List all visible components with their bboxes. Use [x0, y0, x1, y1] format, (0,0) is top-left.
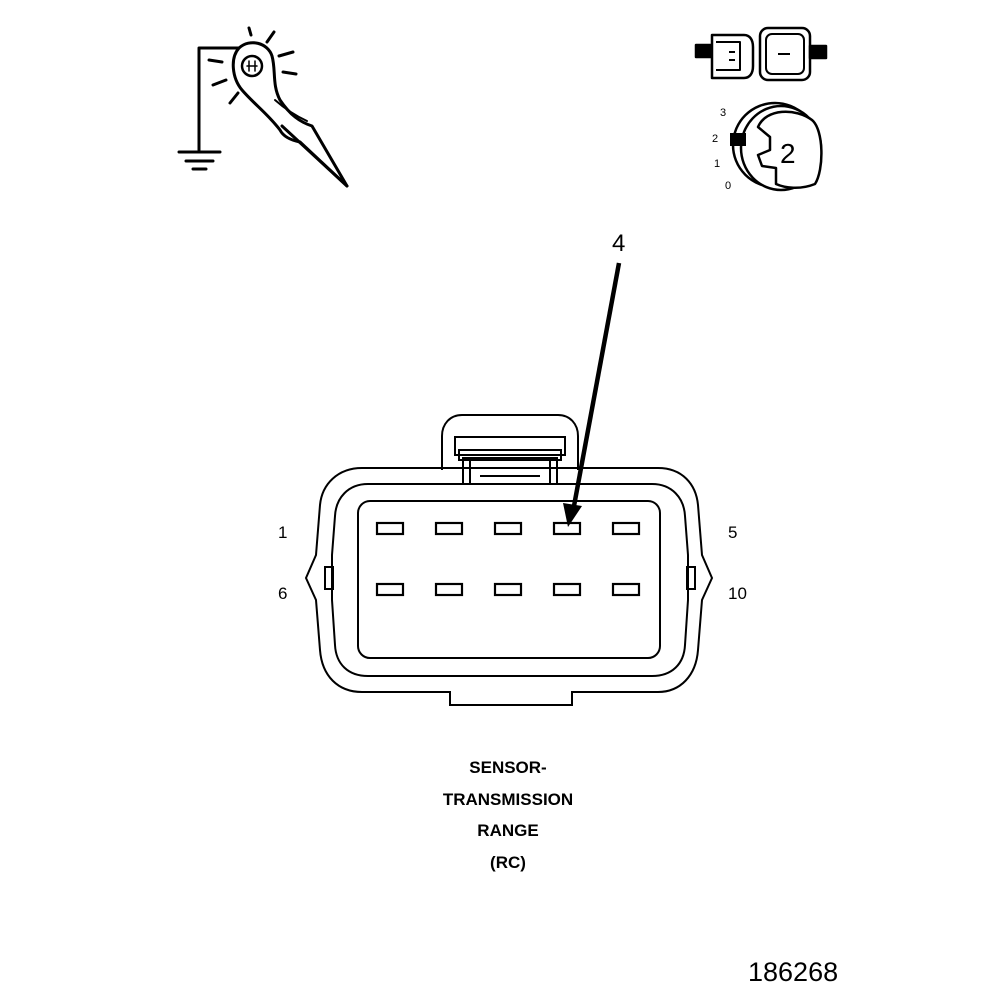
connector-title: SENSOR- TRANSMISSION RANGE (RC) [400, 752, 616, 878]
pin-cavity-1 [375, 521, 405, 536]
pin-cavity-9 [552, 582, 582, 597]
key-position-3: 3 [720, 107, 727, 119]
key-position-0: 0 [725, 180, 732, 192]
connector-title-line: (RC) [490, 852, 526, 872]
pin-cavity-4 [552, 521, 582, 536]
pin-label-6: 6 [278, 584, 288, 603]
pin-label-10: 10 [728, 584, 747, 603]
connector-title-line: SENSOR- [469, 758, 547, 777]
figure-number: 186268 [748, 957, 839, 987]
pin-cavity-2 [434, 521, 464, 536]
key-position-1: 1 [714, 158, 721, 170]
connector-disconnected-icon [694, 26, 828, 82]
connector-title-line: TRANSMISSION [442, 789, 574, 809]
pin-label-5: 5 [728, 523, 738, 542]
callout-4-arrow [563, 262, 622, 527]
pin-cavity-5 [611, 521, 641, 536]
key-selected-position: 2 [780, 138, 796, 169]
pin-cavity-8 [493, 582, 523, 597]
callout-number: 4 [612, 230, 626, 257]
pin-cavity-6 [375, 582, 405, 597]
connector-title-line: RANGE [477, 821, 539, 840]
sensor-connector [304, 414, 714, 706]
pin-cavity-3 [493, 521, 523, 536]
test-light-probe-to-ground-icon [177, 26, 349, 188]
ignition-key-position-icon [730, 101, 823, 192]
pin-cavity-7 [434, 582, 464, 597]
pin-label-1: 1 [278, 523, 288, 542]
key-position-2: 2 [712, 133, 719, 145]
pin-cavity-10 [611, 582, 641, 597]
